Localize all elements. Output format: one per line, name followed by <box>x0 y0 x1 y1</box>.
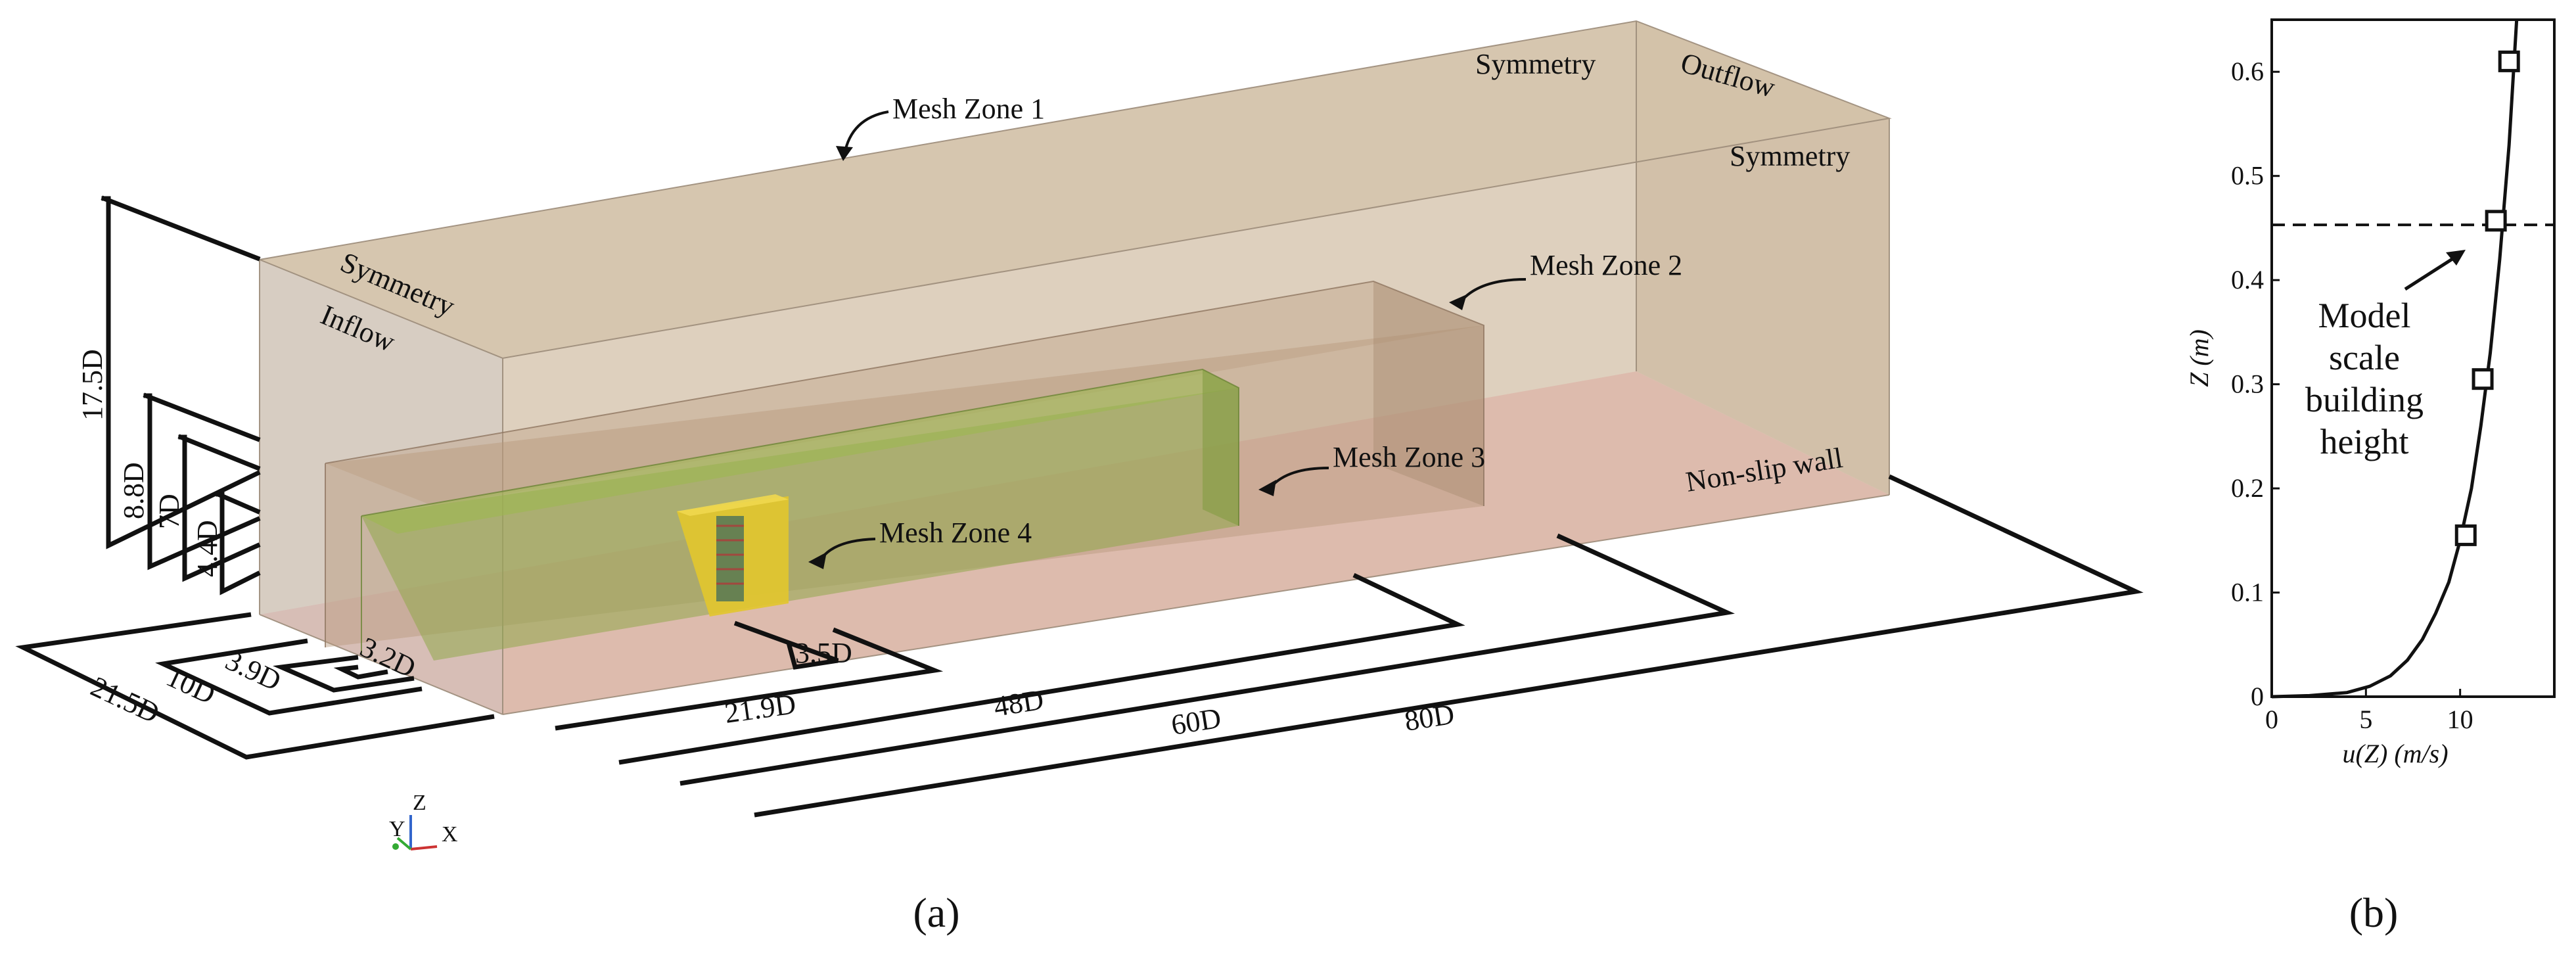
zone3-end-face <box>1203 369 1239 526</box>
dim-21-9d-bracket <box>555 627 944 731</box>
axis-triad-y-line <box>396 837 412 850</box>
annotation-arrow <box>2404 256 2456 291</box>
chart-x-axis-label: u(Z) (m/s) <box>2342 739 2448 768</box>
dim-48d-bracket <box>618 572 1465 765</box>
axis-triad-y-label: Y <box>389 817 405 841</box>
zone2-end-face <box>1373 281 1484 506</box>
zone1-edge-6 <box>259 614 503 715</box>
mesh-zone-2-label: Mesh Zone 2 <box>1530 249 1682 281</box>
annotation-line-4: height <box>2320 422 2409 461</box>
dim-60d-bracket <box>679 533 1735 786</box>
axis-triad-icon: Z Y X <box>389 791 458 850</box>
chart-y-axis-label: Z (m) <box>2184 329 2214 387</box>
mesh-zone-4-box <box>677 494 789 617</box>
mesh-zone-3-label: Mesh Zone 3 <box>1333 441 1485 473</box>
dim-80d-bracket <box>754 474 2144 818</box>
y-tick-label-4: 0.4 <box>2231 265 2264 294</box>
mesh-zone-4-label: Mesh Zone 4 <box>879 517 1032 549</box>
mesh-zone-1-label: Mesh Zone 1 <box>892 93 1045 125</box>
dim-80d-label: 80D <box>1402 698 1457 737</box>
annotation-arrowhead <box>2446 250 2466 266</box>
dim-3-5d-bracket <box>733 620 839 670</box>
dim-48d-label: 48D <box>992 684 1046 723</box>
axis-triad-x-label: X <box>442 822 458 847</box>
y-tick-label-5: 0.5 <box>2231 161 2264 191</box>
panel-b-caption: (b) <box>2349 889 2399 936</box>
panel-b-chart: 0 0.1 0.2 0.3 0.4 0.5 0.6 0 5 10 Z (m) u(Z) (m/s… <box>2184 18 2556 936</box>
mesh-zone-3-box <box>361 368 1239 661</box>
building-model <box>716 516 744 601</box>
dim-7d-label: 7D <box>153 494 185 529</box>
y-tick-label-0: 0 <box>2251 682 2264 711</box>
width-dimensions <box>15 612 495 760</box>
mesh-zone-2-arrowhead <box>1449 294 1467 310</box>
axis-triad-z-label: Z <box>413 791 426 815</box>
axis-triad-x-line <box>410 845 438 850</box>
dim-3-9d-bracket <box>273 655 415 693</box>
zone3-edges <box>361 368 1239 526</box>
zone4-top-face <box>677 494 789 516</box>
dim-17-5d-label: 17.5D <box>76 349 108 421</box>
dim-3-2d-bracket <box>333 664 388 680</box>
chart-plot-frame <box>2270 18 2556 698</box>
zone3-front-face <box>361 388 1239 661</box>
dim-60d-label: 60D <box>1169 702 1224 741</box>
symmetry-top-label: Symmetry <box>1475 48 1596 80</box>
x-tick-label-0: 0 <box>2265 705 2278 734</box>
marker-2 <box>2485 210 2507 232</box>
length-dimensions <box>555 474 2144 818</box>
height-dimensions <box>101 195 261 595</box>
dim-21-5d-label: 21.5D <box>86 670 164 730</box>
zone2-edges <box>325 280 1484 506</box>
dim-3-9d-label: 3.9D <box>221 644 286 697</box>
panel-a-domain-diagram: Mesh Zone 1 Mesh Zone 2 Mesh Zone 3 Mesh… <box>15 20 2144 936</box>
y-tick-label-3: 0.3 <box>2231 369 2264 399</box>
zone1-top-face <box>260 21 1889 358</box>
dim-17-5d-top <box>101 195 261 262</box>
dim-21-5d-bracket <box>15 612 495 760</box>
x-tick-label-2: 10 <box>2447 705 2473 734</box>
height-dimension-labels: 17.5D 8.8D 7D 4.4D <box>76 349 223 577</box>
mesh-zone-1-arrowhead <box>836 146 853 161</box>
zone1-edge-5 <box>502 494 1890 715</box>
dim-10d-bracket <box>155 638 423 716</box>
y-tick-label-2: 0.2 <box>2231 473 2264 503</box>
dim-3-5d-label: 3.5D <box>795 637 852 669</box>
velocity-profile-line <box>2271 19 2519 699</box>
axis-triad-origin <box>392 843 399 850</box>
dim-21-9d-label: 21.9D <box>723 687 798 730</box>
annotation-line-1: Model <box>2318 296 2411 335</box>
chart-y-ticks: 0 0.1 0.2 0.3 0.4 0.5 0.6 <box>2231 57 2280 711</box>
zone-labels: Mesh Zone 1 Mesh Zone 2 Mesh Zone 3 Mesh… <box>808 93 1682 569</box>
mesh-zone-3-arrowhead <box>1258 480 1276 496</box>
dim-4-4d-label: 4.4D <box>191 520 223 577</box>
marker-3 <box>2498 50 2520 72</box>
x-tick-label-1: 5 <box>2359 705 2372 734</box>
zone2-top-face <box>325 281 1484 506</box>
dim-7d-top <box>177 434 261 471</box>
y-tick-label-1: 0.1 <box>2231 578 2264 607</box>
chart-x-ticks: 0 5 10 <box>2265 689 2473 734</box>
panel-a-caption: (a) <box>913 889 959 936</box>
y-tick-label-6: 0.6 <box>2231 57 2264 86</box>
marker-0 <box>2454 524 2477 546</box>
annotation-line-2: scale <box>2329 338 2400 377</box>
dim-4-4d-top <box>215 491 261 515</box>
measurement-markers <box>2454 50 2520 546</box>
zone3-top-face <box>361 369 1239 534</box>
annotation-line-3: building <box>2305 380 2424 419</box>
dim-8-8d-top <box>143 392 261 442</box>
dim-8-8d-label: 8.8D <box>118 462 150 519</box>
mesh-zone-4-arrowhead <box>808 552 827 569</box>
marker-1 <box>2472 368 2494 390</box>
building-height-annotation: Model scale building height <box>2305 296 2424 461</box>
symmetry-right-label: Symmetry <box>1730 140 1850 172</box>
width-dimension-labels: 21.5D 10D 3.9D 3.2D <box>86 631 421 730</box>
